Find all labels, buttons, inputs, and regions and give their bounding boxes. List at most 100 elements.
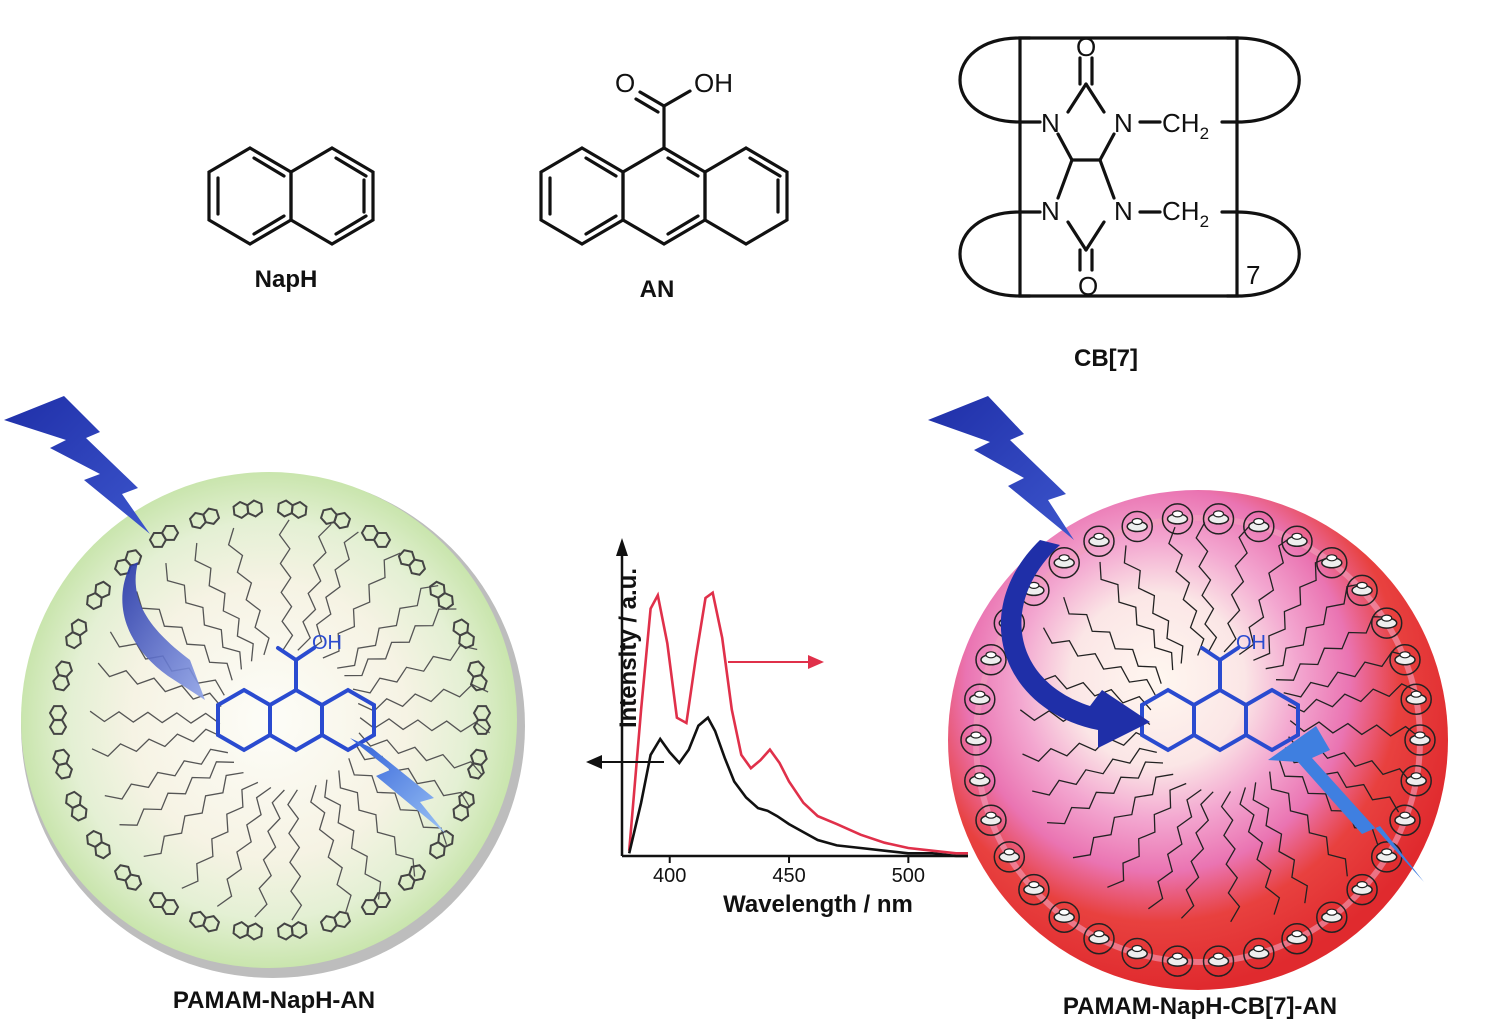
dendron-branch (344, 608, 457, 677)
dendron-branch (324, 779, 382, 900)
dendron-branch (1220, 791, 1241, 923)
dendron-branch (358, 732, 483, 776)
cb7-host-unit (1121, 937, 1153, 970)
right-energy-transfer-arrow (1000, 540, 1150, 748)
cb7-host-unit (1018, 574, 1050, 607)
naphthalene-unit (232, 920, 264, 941)
dendron-branch (1168, 526, 1205, 656)
cb7-host-unit (1370, 841, 1403, 873)
cb7-ch2-top: CH2 (1162, 108, 1209, 143)
left-peripheral-naphthalenes (48, 499, 492, 941)
an-carbonyl-o: O (615, 68, 635, 98)
dendron-branch (165, 563, 243, 670)
cb7-host-unit (1243, 510, 1275, 543)
cb7-host-unit (1202, 945, 1235, 977)
cb7-repeat-count: 7 (1246, 260, 1260, 290)
dendron-branch (1047, 761, 1164, 825)
dendron-branch (1239, 787, 1281, 915)
cb7-host-unit (964, 683, 996, 715)
naphthalene-unit (232, 499, 264, 520)
cb7-host-unit (1346, 574, 1378, 607)
series-red-line (627, 590, 968, 855)
cb7-top-o: O (1076, 32, 1096, 62)
dendron-branch (227, 527, 270, 656)
naphthalene-unit (276, 920, 308, 941)
cb7-host-unit (1161, 503, 1194, 535)
dendron-branch (322, 552, 401, 659)
cb7-n-bottom-left: N (1041, 196, 1060, 226)
dendron-branch (91, 728, 223, 757)
dendron-branch (278, 519, 294, 651)
left-dendron-branches (89, 519, 490, 921)
dendron-branch (254, 789, 285, 918)
dendron-branch (1283, 651, 1410, 698)
cb7-host-unit (1389, 804, 1421, 836)
cb7-host-unit (1083, 525, 1115, 558)
left-core-oh: OH (312, 632, 342, 654)
dendron-branch (1180, 791, 1214, 919)
dendron-branch (1107, 782, 1187, 888)
dendron-branch (348, 758, 448, 845)
right-core-an (1140, 646, 1300, 753)
naphthalene-unit (148, 524, 180, 548)
cb7-host-unit (1202, 503, 1235, 535)
naphthalene-unit (452, 790, 475, 822)
dendron-branch (1287, 683, 1418, 713)
dendron-branch (1195, 522, 1218, 654)
y-axis-label: Intensity / a.u. (615, 568, 642, 728)
naphthalene-unit (319, 507, 352, 530)
dendron-branch (359, 717, 490, 734)
right-core-emission-bolt-icon (1268, 726, 1424, 882)
naphthalene-unit (86, 829, 111, 860)
dendron-branch (310, 785, 352, 913)
dendron-branch (1148, 789, 1202, 910)
left-dendrimer-label: PAMAM-NapH-AN (173, 987, 375, 1014)
left-excitation-bolt-icon (4, 396, 150, 534)
dendron-branch (297, 523, 332, 651)
cb7-n-top-left: N (1041, 108, 1060, 138)
dendron-branch (1265, 582, 1365, 670)
naph-label: NapH (255, 266, 318, 293)
left-energy-transfer-arrow (122, 562, 205, 700)
dendron-branch (287, 789, 303, 921)
dendron-branch (216, 786, 272, 907)
cb7-host-unit (1400, 765, 1432, 797)
cb7-host-unit (964, 765, 996, 797)
dendron-branch (352, 644, 478, 694)
right-excitation-bolt-icon (928, 396, 1074, 540)
naphthalene-unit (188, 910, 221, 933)
y-axis-arrowhead (616, 538, 628, 556)
cb7-host-unit (1161, 945, 1194, 977)
dendron-branch (338, 770, 416, 877)
naphthalene-unit (113, 864, 143, 891)
an-structure (539, 89, 789, 246)
cb7-host-unit (1048, 547, 1080, 579)
dendron-branch (307, 531, 359, 653)
black-arrow-head (586, 755, 602, 769)
cb7-host-unit (1048, 901, 1080, 933)
cb7-host-unit (1121, 510, 1153, 543)
cb7-host-unit (1018, 873, 1050, 906)
naphthalene-unit (397, 549, 427, 576)
cb7-ch2-bottom: CH2 (1162, 196, 1209, 231)
dendron-branch (1123, 545, 1184, 664)
cb7-host-unit (1083, 922, 1115, 955)
dendron-branch (1253, 555, 1332, 661)
dendron-branch (357, 683, 489, 712)
dendron-branch (1223, 523, 1252, 653)
naphthalene-unit (65, 618, 88, 650)
naph-structure (207, 146, 375, 246)
naphthalene-unit (276, 499, 308, 520)
dendron-branch (355, 744, 471, 808)
dendron-branch (104, 748, 229, 800)
naphthalene-unit (52, 660, 74, 692)
an-label: AN (640, 276, 675, 303)
x-tick-label: 450 (772, 865, 805, 887)
naphthalene-unit (319, 910, 352, 933)
dendron-branch (1252, 782, 1309, 904)
naphthalene-unit (65, 790, 88, 822)
naphthalene-unit (148, 892, 180, 916)
dendron-branch (181, 781, 259, 889)
